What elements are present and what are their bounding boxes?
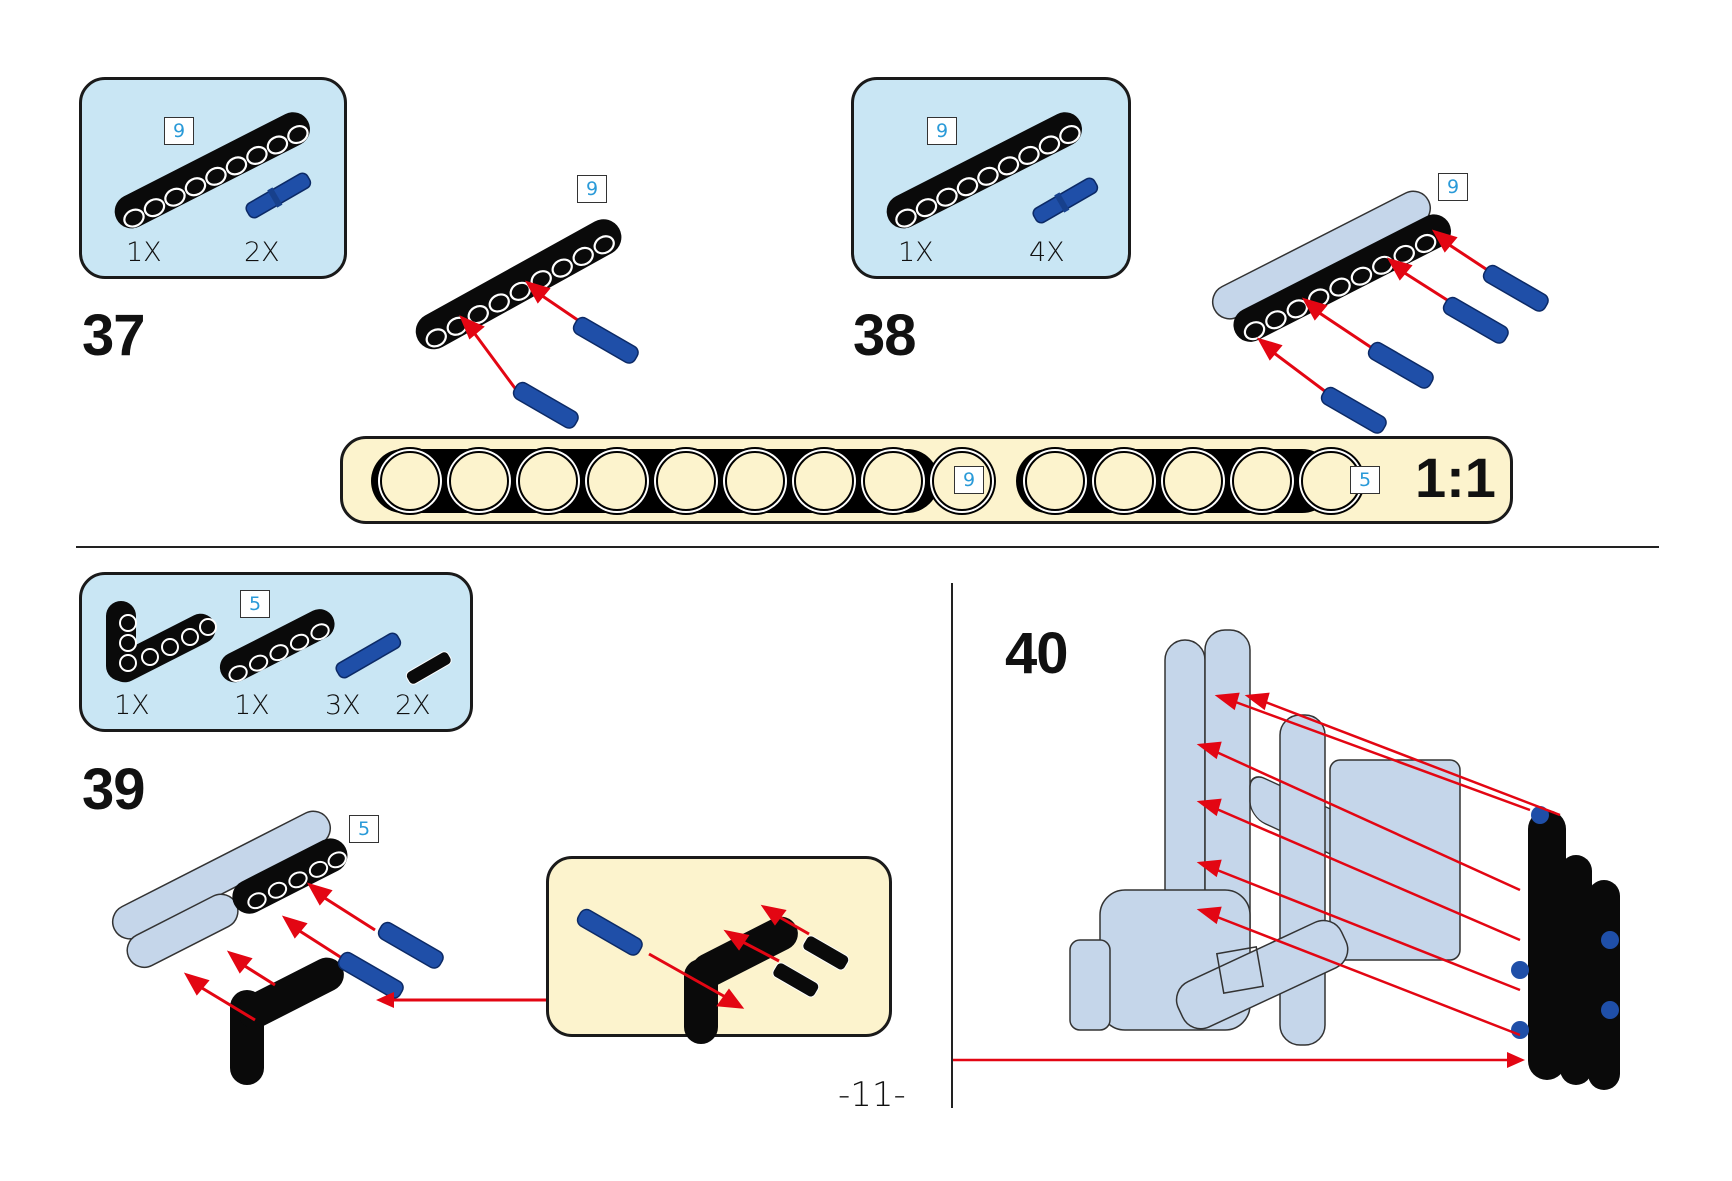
blue-pin-icon [576, 908, 643, 956]
l-beam-icon [230, 957, 344, 1085]
step-number: 38 [853, 303, 917, 368]
blue-pin-icon [337, 921, 444, 999]
page-number: -11- [838, 1075, 906, 1115]
length-tag: 5 [240, 590, 270, 618]
length-ruler: 9 5 1:1 [340, 436, 1513, 524]
black-pin-icon [405, 651, 452, 685]
ruler-hole [586, 451, 647, 511]
length-tag: 9 [1438, 173, 1468, 201]
part-qty: 1X [126, 237, 162, 268]
length-tag: 9 [164, 117, 194, 145]
length-tag: 9 [577, 175, 607, 203]
step-37-parts-box: 9 1X 2X [79, 77, 347, 279]
section-divider [76, 546, 1659, 548]
length-tag: 9 [954, 466, 984, 494]
step-number: 37 [82, 303, 146, 368]
beam-9-icon [114, 112, 310, 229]
step-39-detail-callout [546, 856, 892, 1044]
ruler-hole [517, 451, 578, 511]
part-qty: 1X [898, 237, 934, 268]
ruler-hole [1024, 451, 1085, 511]
part-qty: 2X [244, 237, 280, 268]
attach-arrow [953, 1052, 1525, 1068]
insert-arrow [1196, 692, 1561, 1037]
ruler-hole [1093, 451, 1154, 511]
length-tag: 9 [927, 117, 957, 145]
ruler-hole [862, 451, 923, 511]
blue-pin-icon [512, 316, 639, 429]
ruler-hole [724, 451, 785, 511]
part-qty: 1X [234, 690, 270, 721]
l-beam-icon [684, 916, 798, 1044]
step-38-assembly [1211, 190, 1549, 434]
length-tag: 5 [349, 815, 379, 843]
l-beam-icon [106, 601, 217, 683]
ruler-hole [448, 451, 509, 511]
black-pin-icon [772, 935, 850, 998]
part-qty: 2X [395, 690, 431, 721]
beam-9-icon [886, 112, 1082, 229]
blue-pin-icon [245, 172, 312, 219]
blue-pin-icon [1511, 806, 1619, 1039]
ruler-hole [793, 451, 854, 511]
step-39-assembly [111, 810, 444, 1085]
length-tag: 5 [1350, 466, 1380, 494]
part-qty: 4X [1029, 237, 1065, 268]
insert-arrow [648, 904, 810, 1009]
step-38-parts-box: 9 1X 4X [851, 77, 1131, 279]
step-number: 40 [1005, 621, 1069, 686]
step-37-assembly [415, 219, 639, 429]
ruler-hole [1162, 451, 1223, 511]
ruler-hole [1231, 451, 1292, 511]
part-qty: 3X [325, 690, 361, 721]
ruler-hole [379, 451, 440, 511]
blue-pin-icon [1320, 264, 1549, 434]
insert-arrow [183, 882, 376, 1022]
ruler-hole [655, 451, 716, 511]
blue-pin-icon [1032, 177, 1099, 224]
subassembly-detail [576, 904, 850, 1044]
ruler-beam-9 [371, 449, 992, 513]
step-39-parts-box: 5 1X 1X 3X 2X [79, 572, 473, 732]
beam-5-icon [219, 609, 335, 683]
blue-pin-icon [335, 632, 402, 679]
insert-arrow [459, 280, 586, 396]
black-beam-stack [1528, 810, 1620, 1090]
part-qty: 1X [114, 690, 150, 721]
ruler-beam-5 [1016, 449, 1361, 513]
step-number: 39 [82, 757, 146, 822]
callout-pointer-arrow [376, 992, 546, 1008]
scale-label: 1:1 [1415, 446, 1496, 509]
section-divider [951, 583, 953, 1108]
step-40-assembly [1069, 629, 1620, 1090]
